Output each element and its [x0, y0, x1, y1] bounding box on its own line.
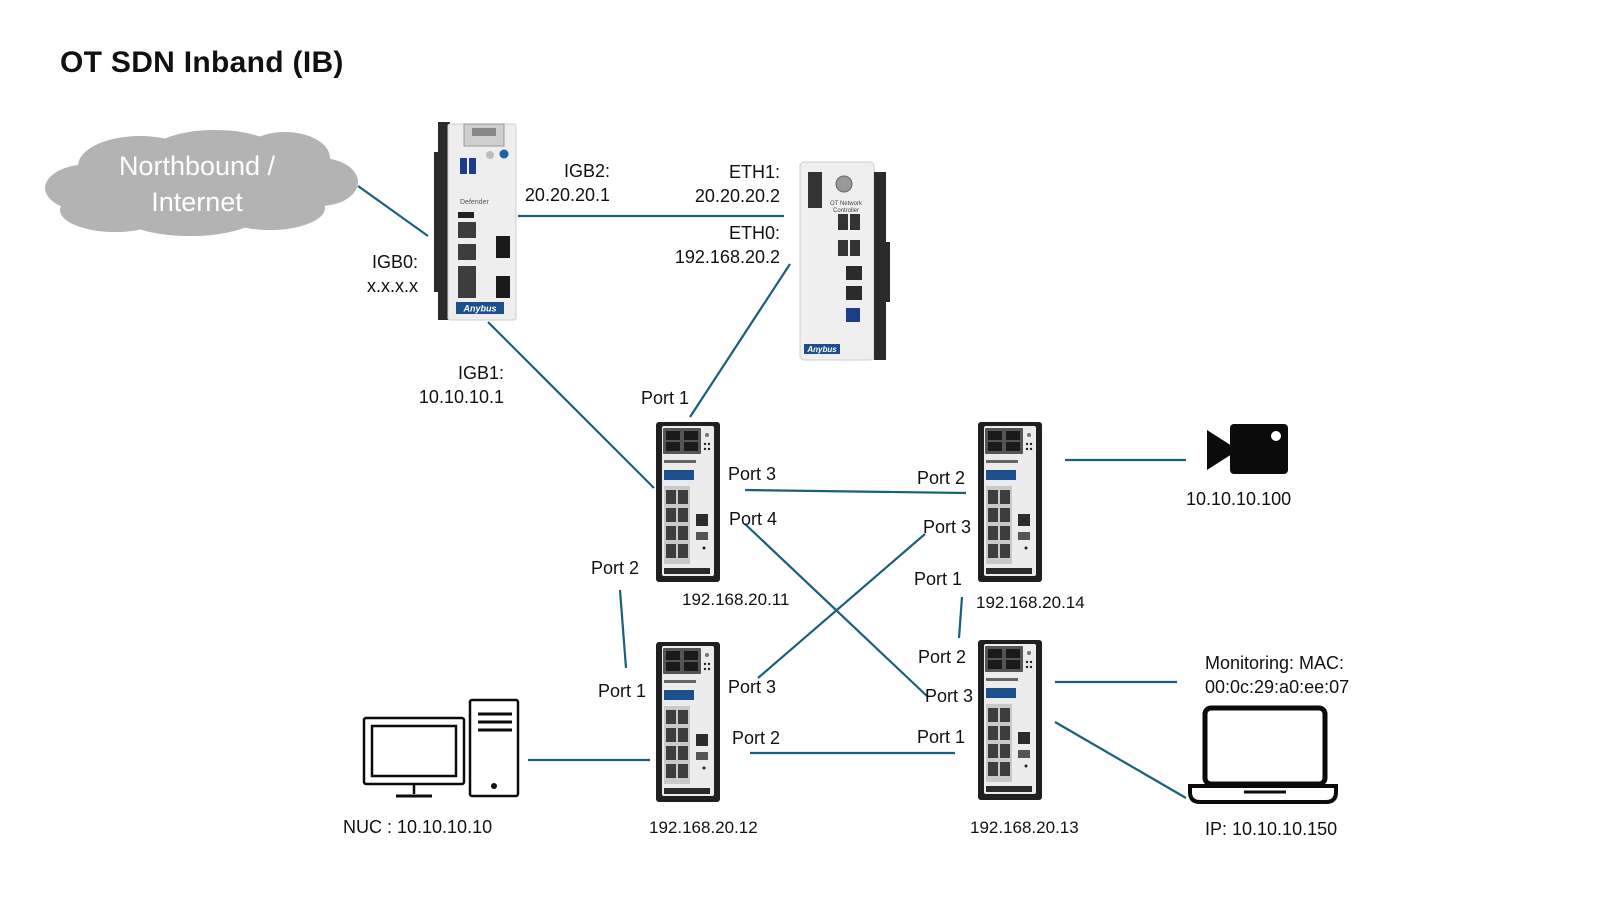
link-switch11-switch12 [618, 589, 628, 669]
nuc-label: NUC : 10.10.10.10 [343, 817, 493, 837]
laptop-icon [1188, 705, 1338, 804]
igb0-ip: x.x.x.x [366, 276, 418, 296]
eth0-label: ETH0: 192.168.20.2 [650, 221, 780, 269]
s12-port3-label: Port 3 [728, 677, 777, 697]
link-switch11-switch14 [744, 488, 967, 495]
camera-ip-label: 10.10.10.100 [1186, 489, 1292, 509]
s14-port1-label: Port 1 [914, 569, 963, 589]
igb1-ip: 10.10.10.1 [418, 387, 504, 407]
controller-name-line1: OT Network [830, 201, 863, 207]
controller-brand: Anybus [806, 345, 837, 354]
link-switch14-switch13 [957, 596, 964, 639]
link-defender-switch11 [487, 321, 655, 489]
desktop-computer-icon [362, 698, 520, 798]
switch-192-168-20-12 [656, 642, 720, 802]
video-camera-icon [1207, 424, 1288, 474]
s13-ip-label: 192.168.20.13 [970, 818, 1079, 837]
laptop-ip-label: IP: 10.10.10.150 [1205, 819, 1338, 839]
igb2-ip: 20.20.20.1 [524, 185, 610, 205]
igb1-name: IGB1: [457, 363, 504, 383]
eth1-name: ETH1: [728, 162, 780, 182]
ot-network-controller-device: OT Network Controller Anybus [799, 161, 890, 361]
igb2-name: IGB2: [563, 161, 610, 181]
s13-port2-label: Port 2 [918, 647, 967, 667]
monitoring-line2: 00:0c:29:a0:ee:07 [1205, 677, 1350, 697]
page-title: OT SDN Inband (IB) [60, 46, 344, 79]
cloud-label-line2: Internet [151, 187, 243, 217]
defender-device: Defender Anybus [434, 122, 517, 321]
s11-port1-label: Port 1 [641, 388, 690, 408]
s14-port2-label: Port 2 [917, 468, 966, 488]
switch-192-168-20-11 [656, 422, 720, 582]
switch-192-168-20-13 [978, 640, 1042, 800]
s14-port3-label: Port 3 [923, 517, 972, 537]
s11-ip-label: 192.168.20.11 [682, 590, 790, 609]
link-cloud-defender [357, 185, 429, 237]
s11-port4-label: Port 4 [729, 509, 778, 529]
monitoring-line1: Monitoring: MAC: [1205, 653, 1345, 673]
link-switch13-laptop [1054, 721, 1187, 799]
s12-port2-label: Port 2 [732, 728, 781, 748]
cloud-icon [45, 130, 358, 236]
s11-port3-label: Port 3 [728, 464, 777, 484]
s12-ip-label: 192.168.20.12 [649, 818, 758, 837]
igb1-label: IGB1: 10.10.10.1 [388, 361, 504, 409]
eth0-name: ETH0: [728, 223, 780, 243]
igb0-label: IGB0: x.x.x.x [318, 250, 418, 298]
link-controller-switch11 [689, 263, 791, 418]
igb2-label: IGB2: 20.20.20.1 [500, 159, 610, 207]
link-switch12-switch14 [757, 533, 926, 679]
cloud-label: Northbound / Internet [82, 148, 312, 220]
defender-name: Defender [460, 199, 489, 206]
s13-port1-label: Port 1 [917, 727, 966, 747]
defender-brand: Anybus [462, 304, 496, 314]
igb0-name: IGB0: [371, 252, 418, 272]
s13-port3-label: Port 3 [925, 686, 974, 706]
eth1-ip: 20.20.20.2 [694, 186, 780, 206]
links [357, 185, 1187, 799]
s11-port2-label: Port 2 [591, 558, 640, 578]
eth1-label: ETH1: 20.20.20.2 [668, 160, 780, 208]
s14-ip-label: 192.168.20.14 [976, 593, 1085, 612]
monitoring-label: Monitoring: MAC: 00:0c:29:a0:ee:07 [1205, 651, 1349, 699]
s12-port1-label: Port 1 [598, 681, 647, 701]
controller-name-line2: Controller [833, 208, 859, 214]
cloud-label-line1: Northbound / [118, 151, 276, 181]
eth0-ip: 192.168.20.2 [674, 247, 780, 267]
switch-192-168-20-14 [978, 422, 1042, 582]
